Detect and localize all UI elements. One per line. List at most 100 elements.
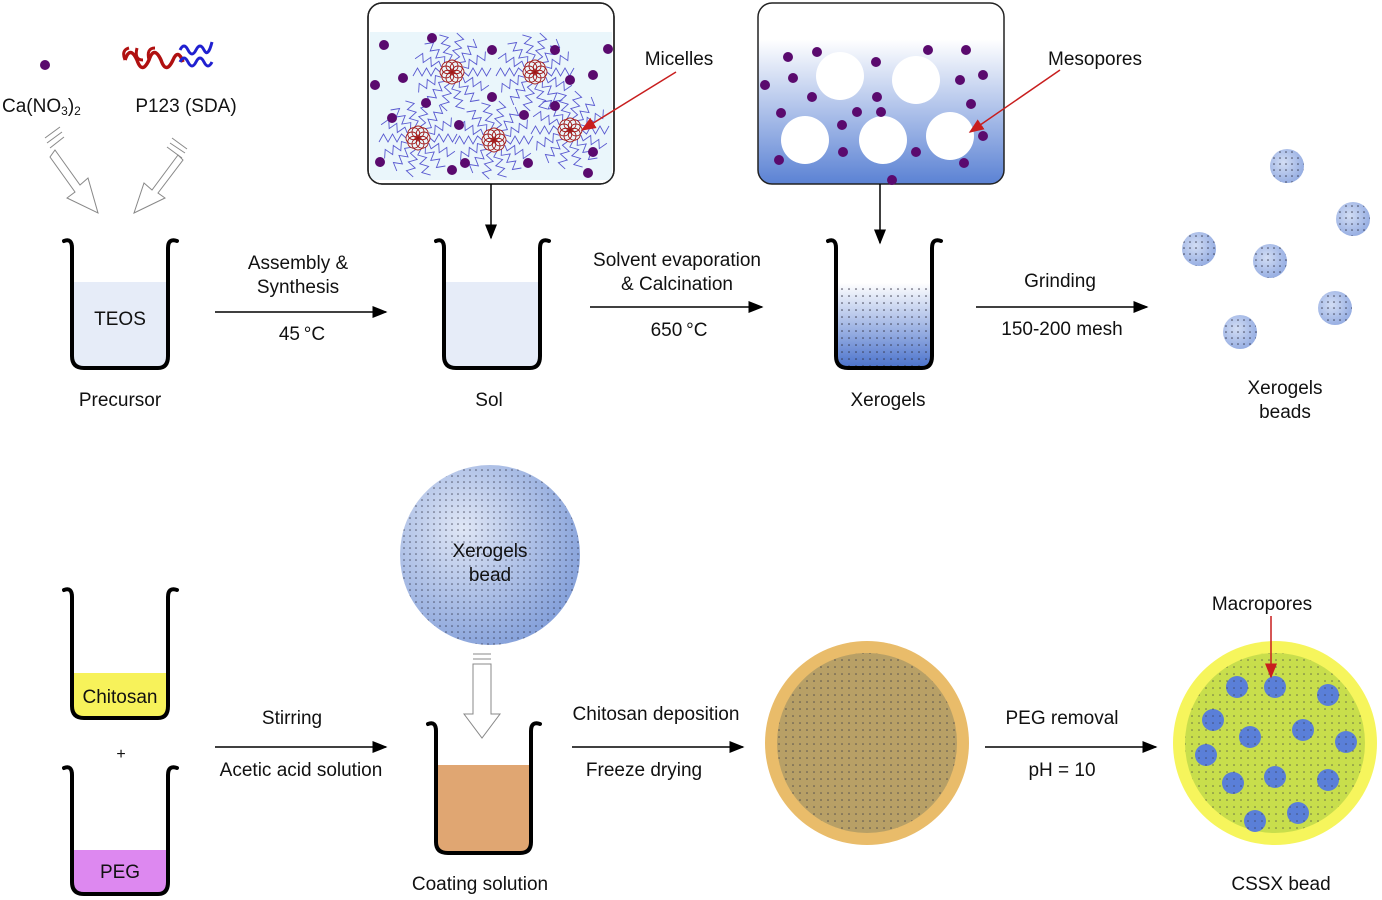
step5-top: Chitosan deposition: [572, 704, 740, 725]
chitosan-beaker: [62, 587, 179, 720]
calcium-ion-icon: [375, 157, 385, 167]
calcium-ion-icon: [838, 147, 848, 157]
calcium-nitrate-label: Ca(NO3)2: [2, 96, 81, 118]
calcium-ion-icon: [421, 98, 431, 108]
beads-caption-line1: Xerogels: [1247, 378, 1323, 399]
macropore-icon: [1226, 676, 1248, 698]
calcium-ion-icon: [519, 110, 529, 120]
step2-top-line2: & Calcination: [621, 274, 733, 295]
calcium-ion-icon: [871, 57, 881, 67]
calcium-ion-icon: [387, 113, 397, 123]
hollow-down-arrow-icon: [463, 653, 501, 739]
calcium-ion-icon: [966, 99, 976, 109]
micelle-icon: [454, 100, 534, 180]
coating-caption: Coating solution: [411, 874, 549, 895]
step3-condition: 150-200 mesh: [1001, 319, 1123, 340]
calcium-ion-icon: [603, 44, 613, 54]
calcium-ion-icon: [776, 108, 786, 118]
step6-top: PEG removal: [1005, 708, 1119, 729]
calcium-ion-icon: [523, 158, 533, 168]
macropore-icon: [1292, 719, 1314, 741]
step5-condition: Freeze drying: [585, 760, 703, 781]
calcium-ion-icon: [876, 107, 886, 117]
micelle-icon: [412, 32, 492, 112]
xerogel-bead: [1182, 232, 1216, 266]
macropore-icon: [1287, 802, 1309, 824]
teos-label: TEOS: [94, 309, 146, 330]
p123-label: P123 (SDA): [135, 96, 237, 117]
calcium-ion-icon: [398, 73, 408, 83]
xerogel-bead: [1253, 244, 1287, 278]
micelles-inset: [367, 2, 615, 185]
mesopore-icon: [781, 116, 829, 164]
calcium-ion-icon: [565, 75, 575, 85]
xerogel-bead-large: [400, 465, 580, 645]
coated-bead: [765, 641, 969, 845]
xerogel-bead-label-line1: Xerogels: [452, 541, 528, 562]
precursor-caption: Precursor: [78, 390, 162, 411]
calcium-ion-icon: [487, 92, 497, 102]
hollow-arrow-icon: [133, 137, 188, 214]
cssx-bead: [1173, 641, 1377, 845]
calcium-ion-icon: [911, 147, 921, 157]
calcium-ion-icon: [487, 45, 497, 55]
calcium-ion-icon: [379, 40, 389, 50]
cssx-caption: CSSX bead: [1231, 874, 1331, 895]
calcium-ion-icon: [872, 92, 882, 102]
micelles-label: Micelles: [644, 49, 714, 70]
xerogel-bead: [1270, 149, 1304, 183]
mesopore-icon: [926, 112, 974, 160]
step4-top: Stirring: [261, 708, 323, 729]
calcium-ion-icon: [812, 47, 822, 57]
coating-solution-beaker: [426, 721, 542, 855]
beads-caption-line2: beads: [1259, 402, 1311, 423]
calcium-ion-icon: [588, 70, 598, 80]
macropore-icon: [1195, 744, 1217, 766]
sol-caption: Sol: [475, 390, 503, 411]
calcium-ion-icon: [40, 60, 50, 70]
step1-condition: 45 °C: [278, 324, 326, 345]
mesopore-icon: [892, 56, 940, 104]
calcium-ion-icon: [955, 75, 965, 85]
xerogel-bead: [1223, 315, 1257, 349]
xerogels-caption: Xerogels: [850, 390, 926, 411]
precursor-beaker: [62, 238, 179, 370]
xerogel-beads-group: [1182, 149, 1370, 349]
hollow-arrow-icon: [44, 126, 99, 214]
macropore-icon: [1264, 676, 1286, 698]
step1-top-line1: Assembly &: [247, 253, 349, 274]
calcium-ion-icon: [760, 80, 770, 90]
peg-beaker: [62, 765, 179, 896]
calcium-ion-icon: [783, 52, 793, 62]
step4-condition: Acetic acid solution: [219, 760, 383, 781]
xerogel-bead-label-line2: bead: [468, 565, 512, 586]
micelle-icon: [378, 98, 458, 178]
step1-top-line2: Synthesis: [256, 277, 340, 298]
calcium-ion-icon: [550, 45, 560, 55]
calcium-ion-icon: [807, 92, 817, 102]
step2-top-line1: Solvent evaporation: [593, 250, 761, 271]
macropore-icon: [1222, 772, 1244, 794]
xerogel-bead: [1336, 202, 1370, 236]
macropore-icon: [1317, 769, 1339, 791]
step2-condition: 650 °C: [650, 320, 708, 341]
macropores-label: Macropores: [1211, 594, 1313, 615]
p123-molecule-icon: [122, 41, 214, 70]
calcium-ion-icon: [852, 107, 862, 117]
macropore-icon: [1335, 731, 1357, 753]
calcium-ion-icon: [788, 73, 798, 83]
mesopore-icon: [816, 52, 864, 100]
mesopores-pointer: [968, 69, 1061, 133]
calcium-ion-icon: [774, 155, 784, 165]
step6-condition: pH = 10: [1028, 760, 1096, 781]
peg-label: PEG: [99, 862, 141, 883]
macropore-icon: [1317, 684, 1339, 706]
chitosan-label: Chitosan: [82, 687, 158, 708]
step3-top: Grinding: [1024, 271, 1096, 292]
calcium-ion-icon: [588, 147, 598, 157]
calcium-ion-icon: [961, 45, 971, 55]
plus-sign: +: [116, 746, 126, 763]
sol-beaker: [434, 238, 551, 370]
xerogels-beaker: [826, 238, 943, 370]
calcium-ion-icon: [583, 168, 593, 178]
